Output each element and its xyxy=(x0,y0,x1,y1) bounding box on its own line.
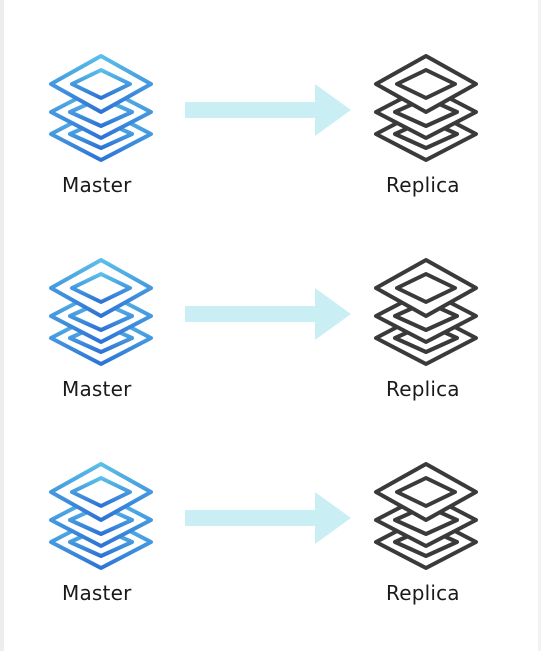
frame-edge-right xyxy=(538,0,541,651)
replica-label: Replica xyxy=(386,581,460,605)
replication-row-3: Master Replica xyxy=(0,456,541,616)
master-label: Master xyxy=(62,173,132,197)
master-stack-icon xyxy=(46,456,156,576)
right-arrow-icon xyxy=(185,288,351,340)
replica-stack-icon xyxy=(371,456,481,576)
master-label: Master xyxy=(62,377,132,401)
right-arrow-icon xyxy=(185,492,351,544)
master-stack-icon xyxy=(46,48,156,168)
master-stack-icon xyxy=(46,252,156,372)
replica-label: Replica xyxy=(386,173,460,197)
replica-label: Replica xyxy=(386,377,460,401)
replication-row-2: Master Replica xyxy=(0,252,541,412)
replica-stack-icon xyxy=(371,252,481,372)
right-arrow-icon xyxy=(185,84,351,136)
frame-edge-left xyxy=(0,0,4,651)
master-label: Master xyxy=(62,581,132,605)
replication-row-1: Master Replica xyxy=(0,48,541,208)
replica-stack-icon xyxy=(371,48,481,168)
